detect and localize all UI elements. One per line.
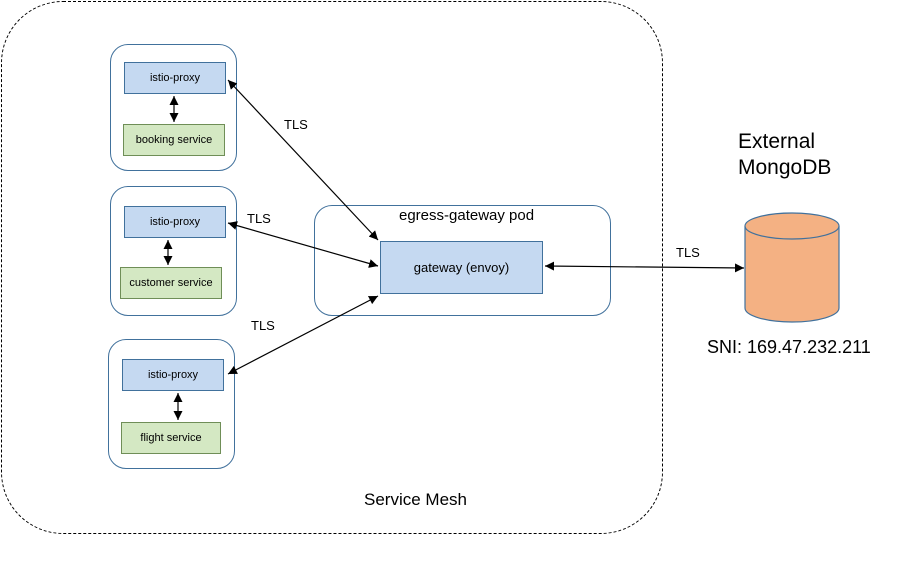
tls-label-flight: TLS xyxy=(251,318,275,333)
service-mesh-label: Service Mesh xyxy=(364,490,467,509)
customer-to-gateway-arrow xyxy=(227,221,379,268)
flight-service[interactable]: flight service xyxy=(121,422,221,454)
gateway-to-mongodb-arrow xyxy=(544,261,745,273)
sni-label: SNI: 169.47.232.211 xyxy=(707,337,871,357)
tls-label-external: TLS xyxy=(676,245,700,260)
booking-istio-proxy[interactable]: istio-proxy xyxy=(124,62,226,94)
egress-gateway-pod-label: egress-gateway pod xyxy=(399,207,535,224)
gateway-envoy[interactable]: gateway (envoy) xyxy=(380,241,543,294)
flight-istio-proxy[interactable]: istio-proxy xyxy=(122,359,224,391)
booking-service[interactable]: booking service xyxy=(123,124,225,156)
customer-istio-proxy[interactable]: istio-proxy xyxy=(124,206,226,238)
flight-to-gateway-arrow xyxy=(227,295,379,375)
external-title-line1: External xyxy=(738,130,816,153)
external-title-line2: MongoDB xyxy=(738,156,832,179)
mongodb-database-icon[interactable] xyxy=(744,212,840,324)
booking-to-gateway-arrow xyxy=(227,79,379,241)
tls-label-customer: TLS xyxy=(247,211,271,226)
tls-label-booking: TLS xyxy=(284,117,308,132)
customer-service[interactable]: customer service xyxy=(120,267,222,299)
external-mongodb-title: External MongoDB xyxy=(738,129,831,181)
